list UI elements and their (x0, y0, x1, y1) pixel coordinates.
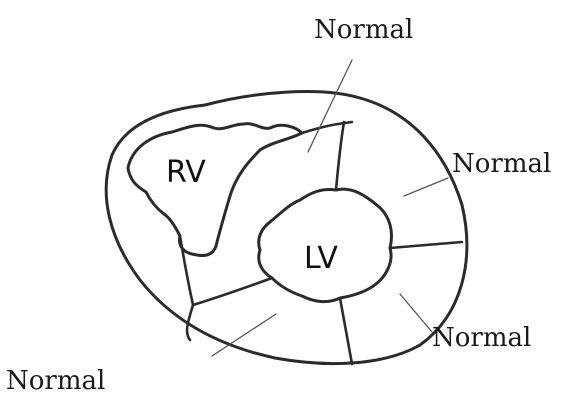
segment-divider-left-upper (187, 305, 193, 340)
rv-label: RV (166, 155, 206, 190)
rv-cavity-border (128, 124, 302, 256)
epicardial-border (106, 92, 467, 364)
segment-divider-bottom (340, 298, 352, 364)
segment-label-bottom-right: Normal (432, 323, 531, 353)
lv-label: LV (304, 241, 338, 276)
leader-line-right (404, 178, 448, 196)
segment-label-bottom-left: Normal (6, 366, 105, 396)
segment-divider-top (336, 122, 344, 190)
segment-divider-right-upper (390, 242, 462, 248)
leader-line-bottom-right (400, 294, 432, 332)
segment-label-top: Normal (314, 15, 413, 45)
segment-divider-left-lower (193, 278, 272, 305)
rv-lower-wall (180, 236, 193, 305)
segment-label-right: Normal (452, 149, 551, 179)
leader-line-top (308, 60, 352, 152)
